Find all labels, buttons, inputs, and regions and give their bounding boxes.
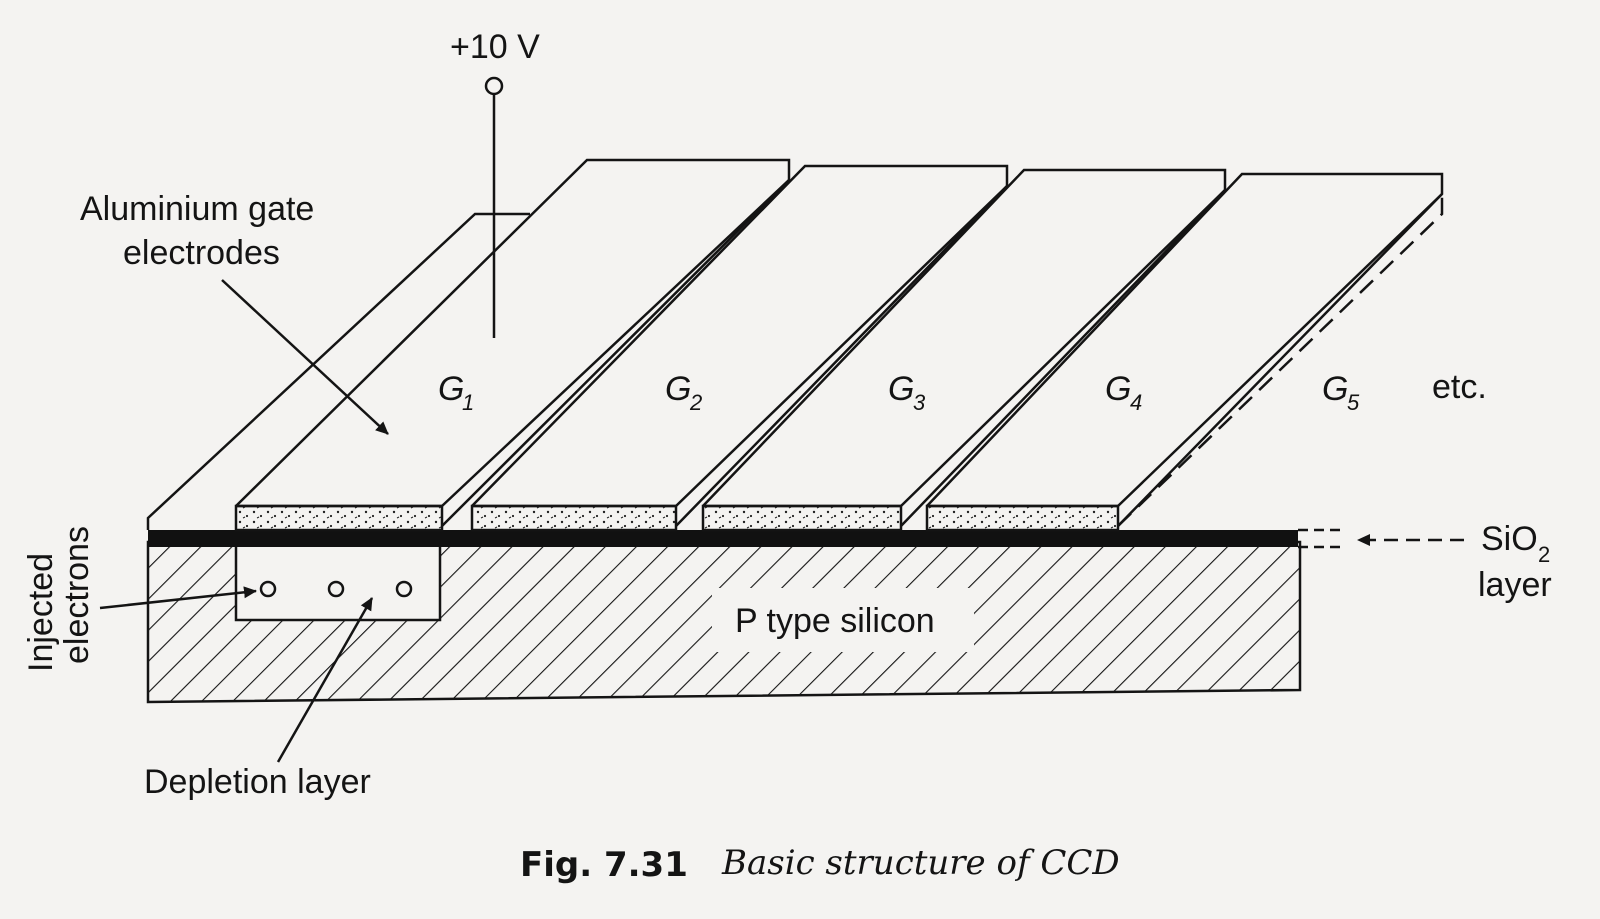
svg-text:layer: layer xyxy=(1478,566,1552,604)
gate-label-g2: G 2 xyxy=(665,370,702,415)
gate-g3-electrode xyxy=(701,168,1227,532)
svg-text:5: 5 xyxy=(1347,390,1360,415)
svg-text:2: 2 xyxy=(689,390,702,415)
svg-text:2: 2 xyxy=(1538,542,1550,567)
gate-g5-dashed-edge xyxy=(1117,194,1444,527)
gate-g1-electrode xyxy=(146,158,791,532)
gate-callout-arrow xyxy=(221,279,389,435)
svg-text:4: 4 xyxy=(1130,390,1142,415)
svg-text:G: G xyxy=(1105,370,1131,408)
figure-caption: Basic structure of CCD xyxy=(721,843,1120,883)
depletion-layer-label: Depletion layer xyxy=(144,763,371,801)
electron-1 xyxy=(259,580,277,598)
gate-g2-electrode xyxy=(470,164,1009,532)
injected-electrons-arrow xyxy=(99,586,257,610)
etc-label: etc. xyxy=(1432,368,1487,406)
gate-callout-line2: electrodes xyxy=(123,234,280,272)
electron-2 xyxy=(327,580,345,598)
svg-text:G: G xyxy=(888,370,914,408)
voltage-terminal xyxy=(484,76,504,96)
svg-text:G: G xyxy=(665,370,691,408)
svg-text:1: 1 xyxy=(462,390,474,415)
svg-text:Injected: Injected xyxy=(22,553,60,672)
sio2-label: SiO 2 layer xyxy=(1478,520,1552,604)
svg-text:electrons: electrons xyxy=(58,526,96,664)
substrate-label-box xyxy=(712,588,974,652)
gate-g4-electrode xyxy=(925,172,1444,532)
figure-number: Fig. 7.31 xyxy=(520,845,688,885)
svg-text:G: G xyxy=(438,370,464,408)
voltage-label: +10 V xyxy=(450,28,540,66)
injected-electrons-label: Injected electrons xyxy=(22,526,96,672)
gate-label-g1: G 1 xyxy=(438,370,474,415)
gate-label-g3: G 3 xyxy=(888,370,926,415)
sio2-layer-continuation xyxy=(1298,528,1340,549)
svg-text:3: 3 xyxy=(913,390,926,415)
svg-text:SiO: SiO xyxy=(1481,520,1538,558)
sio2-layer xyxy=(148,530,1298,547)
substrate-label: P type silicon xyxy=(735,602,935,640)
gate-label-g4: G 4 xyxy=(1105,370,1142,415)
gate-label-g5: G 5 xyxy=(1322,370,1360,415)
electron-3 xyxy=(395,580,413,598)
depletion-layer-arrow xyxy=(276,597,374,763)
gate-callout-line1: Aluminium gate xyxy=(80,190,314,228)
svg-text:G: G xyxy=(1322,370,1348,408)
